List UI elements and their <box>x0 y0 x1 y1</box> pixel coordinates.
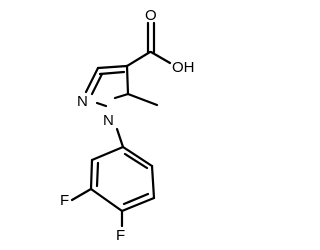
atom-label-n1: N <box>103 112 114 129</box>
atom-label-fluorine-para: F <box>116 227 125 244</box>
bond-n2-c3-outer <box>84 66 100 94</box>
bond-c4-carboxyl <box>125 50 152 68</box>
chemical-structure-diagram: O OH N N F F <box>60 7 195 244</box>
difluorophenyl-ring: F F <box>60 145 156 244</box>
bond-c4-c5 <box>125 64 130 96</box>
atom-label-fluorine-meta: F <box>60 192 69 209</box>
bond-ring-3-4 <box>120 196 156 213</box>
bond-c3-c4-outer <box>96 64 129 70</box>
bond-c5-n1 <box>113 92 130 100</box>
bond-c-oh <box>149 50 172 65</box>
carboxylic-acid-group: O OH <box>125 7 195 76</box>
atom-label-carbonyl-oxygen: O <box>145 7 157 24</box>
bond-ring-5-6-inner <box>95 161 100 188</box>
pyrazole-ring: N N <box>77 64 159 129</box>
atom-label-hydroxyl: OH <box>172 59 195 76</box>
bond-ring-6-1 <box>90 145 125 162</box>
bond-ring-2-3 <box>150 164 156 200</box>
bond-c5-methyl <box>126 92 159 107</box>
bond-n1-aryl <box>115 127 125 149</box>
bond-ring-1-2 <box>121 145 154 168</box>
bond-ring-4-5 <box>89 187 124 213</box>
bond-n2-n1 <box>95 101 108 108</box>
bond-ring-1-2-inner <box>123 152 149 170</box>
bond-n2-c3-inner <box>90 72 104 96</box>
bond-c3-c4-inner <box>98 70 126 76</box>
bond-c-f-meta <box>70 187 93 202</box>
bond-ring-5-6 <box>89 158 94 191</box>
atom-label-n2: N <box>77 93 88 110</box>
bond-ring-3-4-inner <box>122 192 150 206</box>
